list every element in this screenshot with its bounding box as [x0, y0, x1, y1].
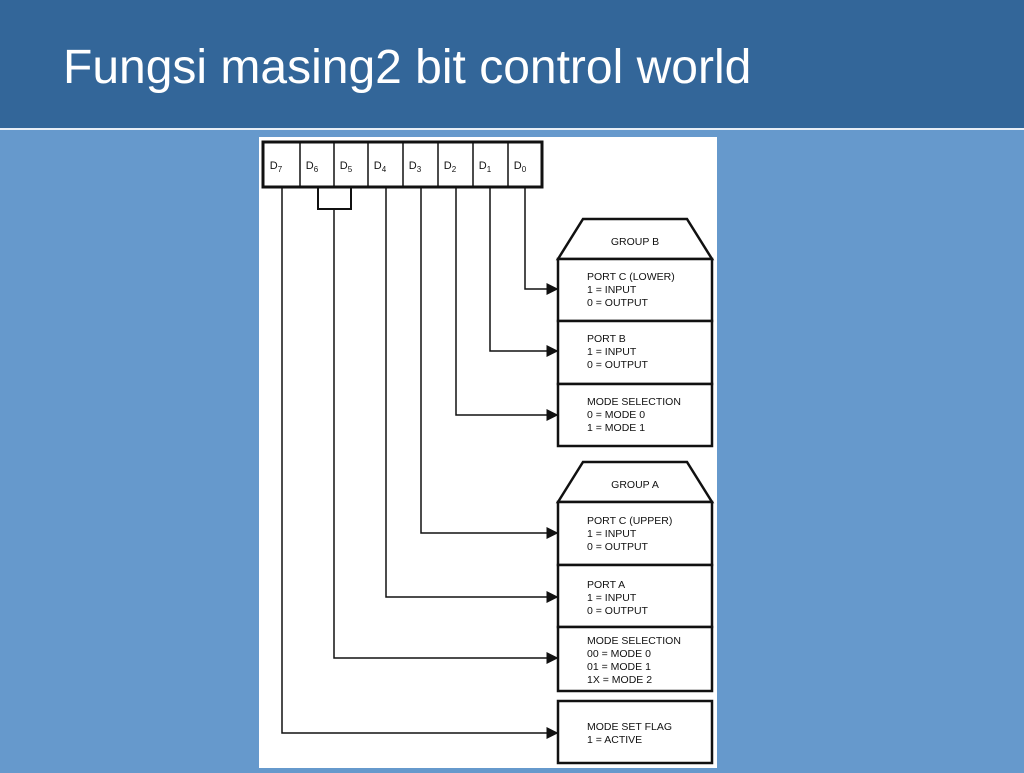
mode-selection-b-text: MODE SELECTION 0 = MODE 0 1 = MODE 1: [587, 396, 684, 434]
port-a-text: PORT A 1 = INPUT 0 = OUTPUT: [587, 579, 649, 617]
group-b-block: GROUP B PORT C (LOWER) 1 = INPUT 0 = OUT…: [555, 217, 715, 448]
port-c-upper-text: PORT C (UPPER) 1 = INPUT 0 = OUTPUT: [587, 515, 675, 553]
connector-d2: [455, 187, 559, 421]
diagram-panel: D7 D6 D5 D4 D3 D2 D1 D0 GROUP B: [259, 137, 717, 768]
connector-d4: [385, 187, 559, 603]
port-b-text: PORT B 1 = INPUT 0 = OUTPUT: [587, 333, 649, 371]
bit-label-d7: D7: [270, 160, 283, 174]
connector-lines: [281, 187, 559, 739]
bit-label-d6: D6: [306, 160, 319, 174]
mode-selection-a-text: MODE SELECTION 00 = MODE 0 01 = MODE 1 1…: [587, 635, 684, 686]
connector-d6-d5: [333, 209, 559, 664]
bit-label-d0: D0: [514, 160, 527, 174]
bit-label-d5: D5: [340, 160, 353, 174]
d6-d5-bracket: [317, 187, 352, 210]
control-word-diagram: D7 D6 D5 D4 D3 D2 D1 D0 GROUP B: [261, 140, 715, 765]
mode-set-flag-block: MODE SET FLAG 1 = ACTIVE: [556, 699, 714, 765]
bit-label-d4: D4: [374, 160, 387, 174]
control-word-register: D7 D6 D5 D4 D3 D2 D1 D0: [261, 140, 544, 189]
slide-title: Fungsi masing2 bit control world: [63, 41, 752, 94]
bit-label-d1: D1: [479, 160, 492, 174]
port-c-lower-text: PORT C (LOWER) 1 = INPUT 0 = OUTPUT: [587, 271, 678, 309]
bit-label-d3: D3: [409, 160, 422, 174]
group-b-header: GROUP B: [611, 236, 659, 248]
bit-label-d2: D2: [444, 160, 457, 174]
connector-d1: [489, 187, 559, 357]
connector-d0: [524, 187, 559, 295]
group-a-header: GROUP A: [611, 479, 659, 491]
group-a-block: GROUP A PORT C (UPPER) 1 = INPUT 0 = OUT…: [555, 460, 715, 693]
mode-set-flag-text: MODE SET FLAG 1 = ACTIVE: [587, 721, 675, 746]
connector-d7: [281, 187, 559, 739]
title-bar: Fungsi masing2 bit control world: [0, 0, 1024, 130]
connector-d3: [420, 187, 559, 539]
